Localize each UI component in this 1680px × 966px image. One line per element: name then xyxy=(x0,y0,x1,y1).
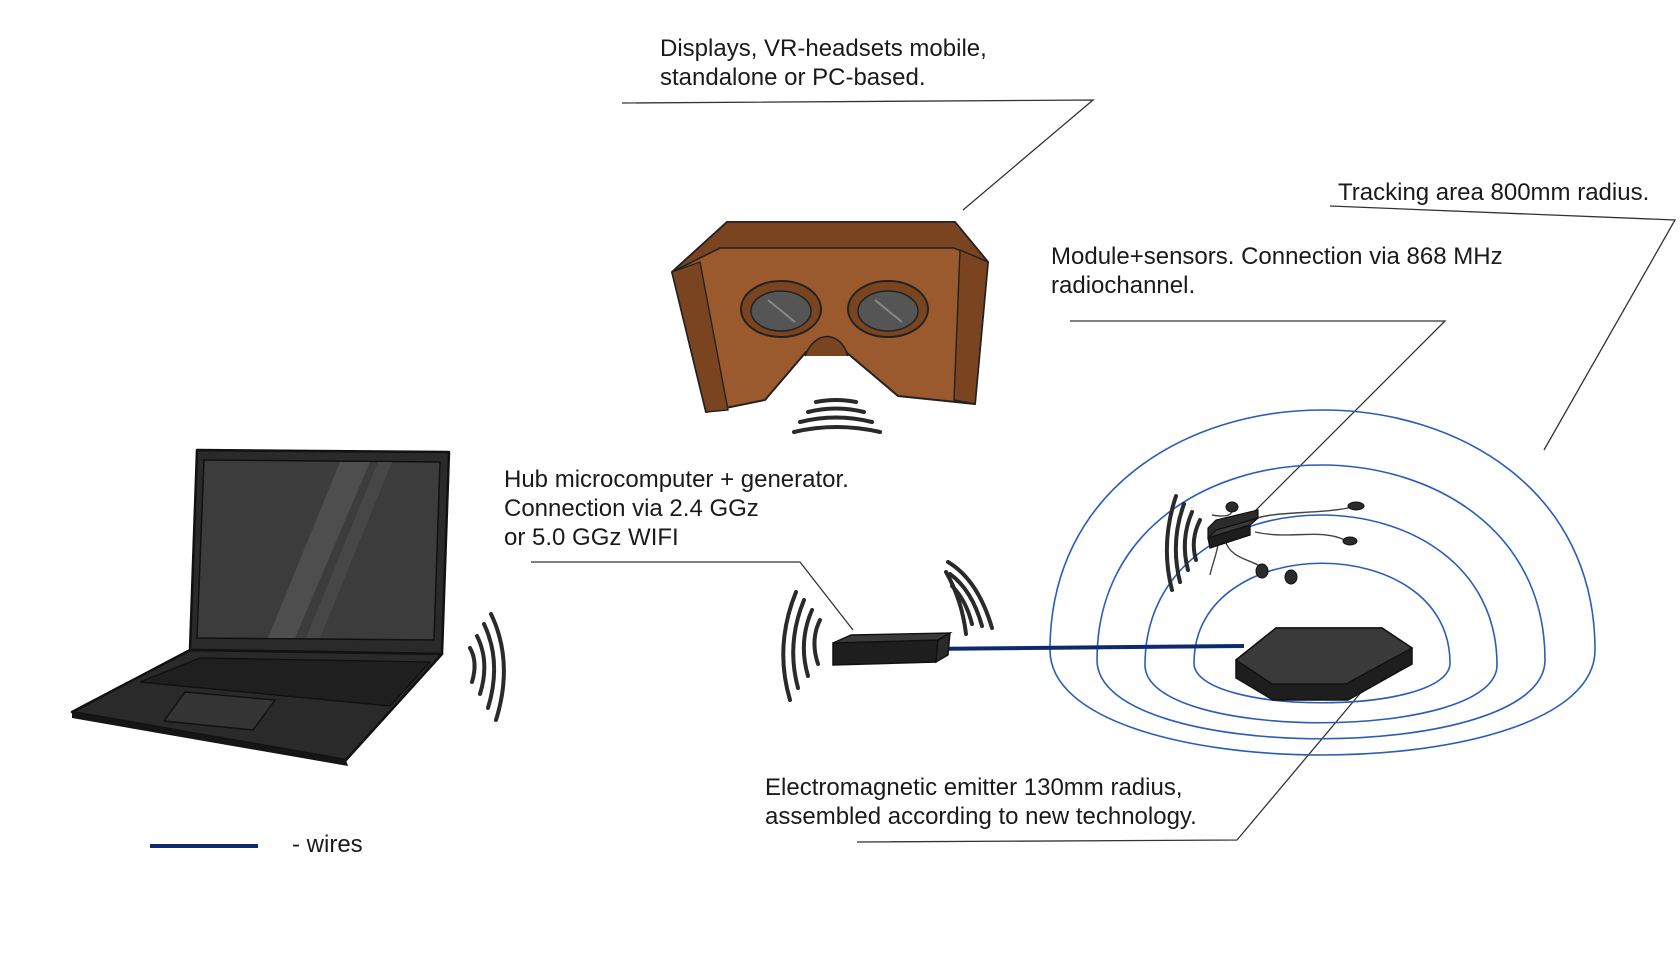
headset-signal-icon xyxy=(792,398,882,434)
laptop-icon xyxy=(70,448,506,766)
leader-lines xyxy=(531,99,1677,843)
leader-hub xyxy=(531,561,854,631)
wire-hub-emitter xyxy=(917,644,1245,651)
sensor-module-icon xyxy=(1164,494,1365,592)
hub-box-icon xyxy=(781,560,994,702)
hub-signal-left-icon xyxy=(781,590,822,702)
legend-wires-label: - wires xyxy=(292,831,363,858)
leader-module xyxy=(1070,320,1447,513)
laptop-signal-icon xyxy=(468,612,506,722)
vr-headset-icon xyxy=(671,221,989,434)
module-signal-icon xyxy=(1164,494,1202,592)
emitter-pad-icon xyxy=(1234,627,1414,701)
leader-tracking xyxy=(1329,205,1677,451)
label-hub: Hub microcomputer + generator. Connectio… xyxy=(504,466,849,551)
field-arc-4 xyxy=(1193,562,1451,704)
label-displays: Displays, VR-headsets mobile, standalone… xyxy=(660,35,987,91)
label-emitter: Electromagnetic emitter 130mm radius, as… xyxy=(765,774,1197,830)
leader-emitter xyxy=(856,683,1369,843)
field-arc-1 xyxy=(1049,409,1596,756)
field-arcs xyxy=(1049,409,1596,756)
label-module: Module+sensors. Connection via 868 MHz r… xyxy=(1051,243,1503,299)
leader-displays xyxy=(621,99,1095,211)
field-arc-2 xyxy=(1096,464,1546,740)
label-tracking: Tracking area 800mm radius. xyxy=(1338,179,1650,206)
hub-signal-right-icon xyxy=(944,560,994,636)
